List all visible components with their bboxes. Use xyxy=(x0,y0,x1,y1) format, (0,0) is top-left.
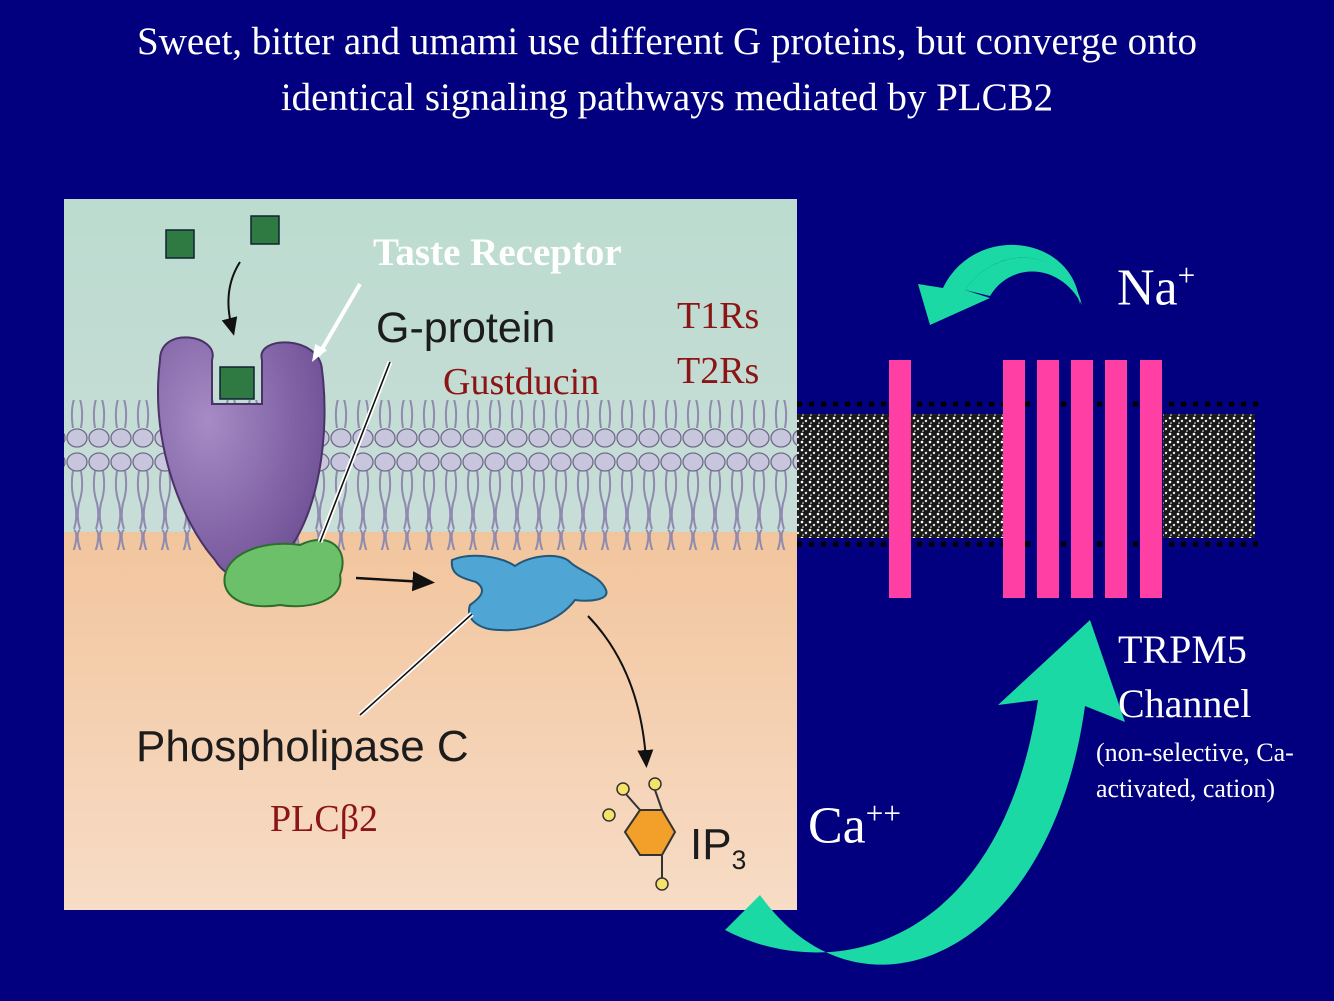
g-protein-label: G-protein xyxy=(376,304,556,352)
slide-title: Sweet, bitter and umami use different G … xyxy=(0,14,1334,126)
ip-subscript: 3 xyxy=(731,844,747,875)
plcb2-label: PLCβ2 xyxy=(270,798,379,840)
t2rs-label: T2Rs xyxy=(677,350,760,392)
trpm5-label: TRPM5 xyxy=(1118,627,1247,672)
ip3-arrow xyxy=(587,615,654,768)
channel-bar xyxy=(1071,360,1093,598)
taste-receptor-protein xyxy=(157,336,326,578)
na-text: Na xyxy=(1117,259,1178,317)
taste-receptor-label: Taste Receptor xyxy=(373,231,622,274)
phospholipase-c-label: Phospholipase C xyxy=(136,722,469,771)
leader-lines xyxy=(312,282,474,717)
channel-bar xyxy=(1140,360,1162,598)
channel-bar xyxy=(1037,360,1059,598)
ip3-label: IP3 xyxy=(690,820,746,876)
ip-text: IP xyxy=(690,820,732,869)
channel-bar xyxy=(889,360,911,598)
channel-note-line-2: activated, cation) xyxy=(1096,774,1276,803)
ligand-binding-arrow xyxy=(221,261,241,336)
bound-ligand xyxy=(219,366,255,400)
plc-protein xyxy=(450,554,608,632)
ip3-molecule xyxy=(602,777,677,891)
channel-note-line-1: (non-selective, Ca- xyxy=(1096,738,1294,767)
ligand-square xyxy=(250,215,280,245)
title-line-1: Sweet, bitter and umami use different G … xyxy=(137,20,1197,63)
channel-label: Channel xyxy=(1118,681,1252,726)
t1rs-label: T1Rs xyxy=(677,295,760,337)
activation-arrow xyxy=(355,571,435,592)
trpm5-channel xyxy=(889,360,1162,598)
membrane-extension xyxy=(797,401,1262,547)
calcium-label: Ca++ xyxy=(808,796,901,855)
ca-text: Ca xyxy=(808,797,866,855)
ca-superscript: ++ xyxy=(865,796,901,831)
sodium-label: Na+ xyxy=(1117,258,1195,317)
channel-bar xyxy=(1003,360,1025,598)
gustducin-label: Gustducin xyxy=(443,361,600,403)
gustducin-protein xyxy=(223,538,344,608)
channel-bar xyxy=(1105,360,1127,598)
ligand-square xyxy=(165,229,195,259)
calcium-flow-arrow xyxy=(725,620,1125,965)
na-superscript: + xyxy=(1177,258,1196,293)
tastant-ligands xyxy=(165,215,280,336)
title-line-2: identical signaling pathways mediated by… xyxy=(280,76,1054,119)
sodium-flow-arrow xyxy=(918,244,1080,325)
